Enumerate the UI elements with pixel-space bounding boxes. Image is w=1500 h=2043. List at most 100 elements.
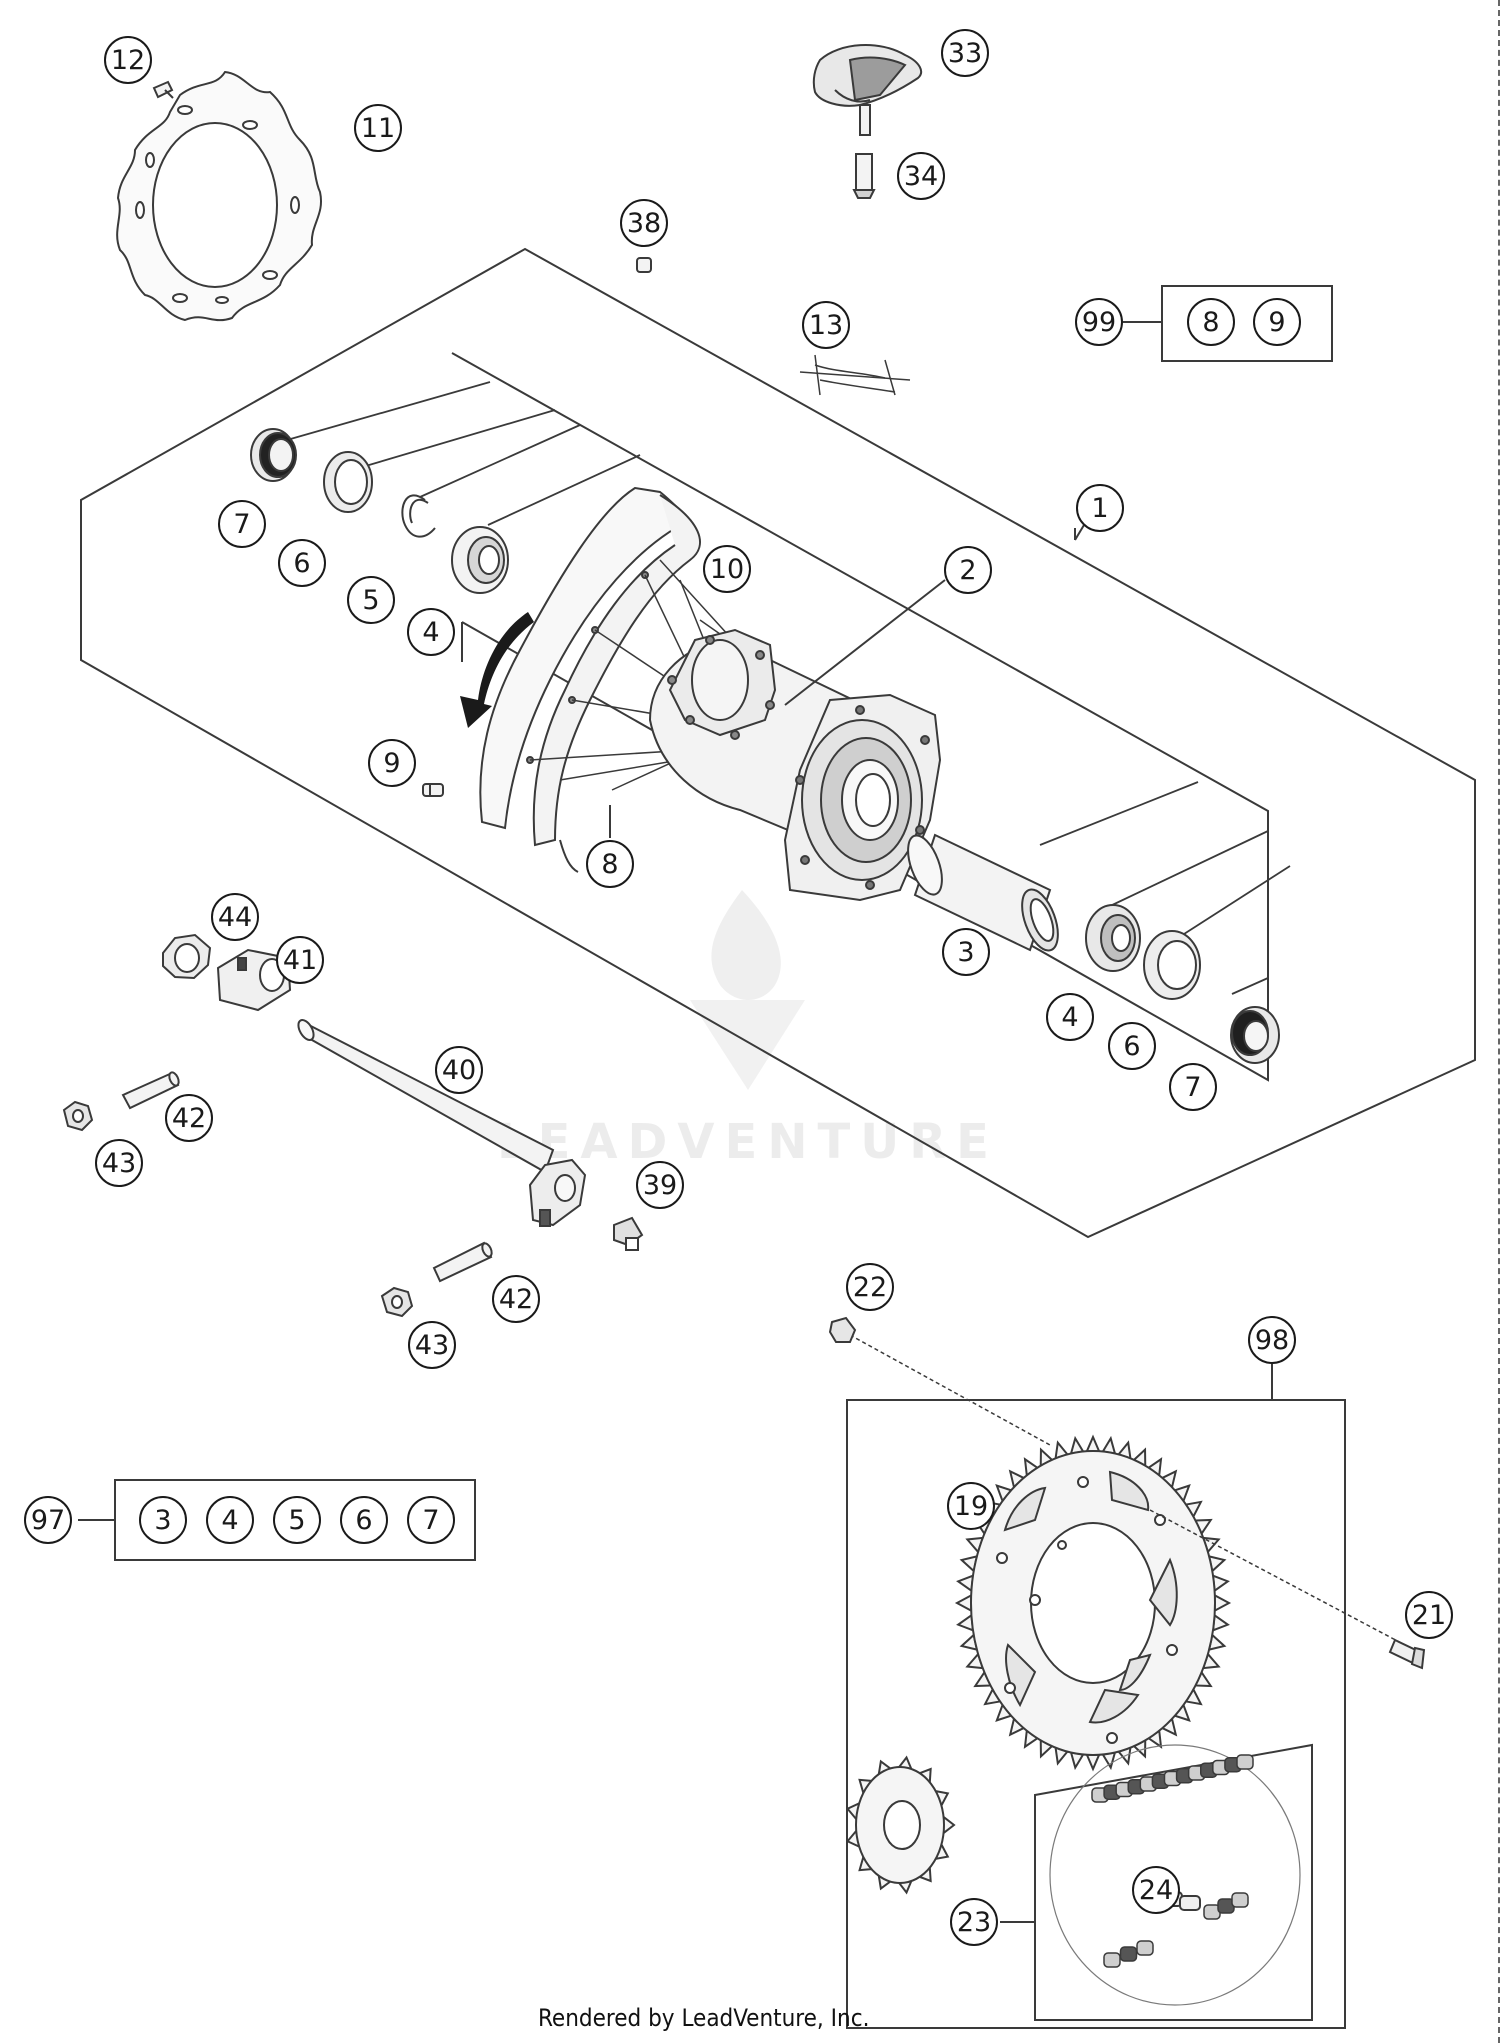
callout-c24-label: 24 xyxy=(1139,1875,1173,1906)
callout-c5: 5 xyxy=(347,576,395,624)
bearing-part-left xyxy=(451,526,509,594)
kit-99-items: 99 8 9 xyxy=(1075,298,1301,346)
callout-c21: 21 xyxy=(1405,1591,1453,1639)
callout-c23: 23 xyxy=(950,1898,998,1946)
callout-c43a: 43 xyxy=(95,1139,143,1187)
sprocket-tooth xyxy=(942,1814,956,1836)
rotation-arrow-icon xyxy=(460,612,534,728)
callout-c38-label: 38 xyxy=(627,208,661,239)
chain-adjuster-part-right xyxy=(528,1158,587,1227)
callout-kit-99-label: 99 xyxy=(1082,307,1116,338)
callout-c43b: 43 xyxy=(408,1321,456,1369)
callout-c7b-label: 7 xyxy=(1184,1072,1201,1103)
callout-c2: 2 xyxy=(944,546,992,594)
callout-c3: 3 xyxy=(942,928,990,976)
callout-c40: 40 xyxy=(435,1046,483,1094)
callout-c43b-label: 43 xyxy=(415,1330,449,1361)
callout-c6b: 6 xyxy=(1108,1022,1156,1070)
callout-c39: 39 xyxy=(636,1161,684,1209)
spoke-nipple-part xyxy=(422,783,444,797)
chain-link xyxy=(1236,1754,1254,1770)
callout-c6a: 6 xyxy=(278,539,326,587)
circlip-part xyxy=(401,494,436,538)
seal-part-right xyxy=(1230,1006,1280,1064)
callout-c42b-label: 42 xyxy=(499,1284,533,1315)
callout-c33-label: 33 xyxy=(948,38,982,69)
kit-97-item-2-label: 5 xyxy=(288,1505,305,1536)
callout-c40-label: 40 xyxy=(442,1055,476,1086)
kit-97-item-4: 7 xyxy=(407,1496,455,1544)
callout-c5-label: 5 xyxy=(362,585,379,616)
callout-c41: 41 xyxy=(276,936,324,984)
kit-99-box xyxy=(1123,285,1333,362)
kit-99-item-1: 9 xyxy=(1253,298,1301,346)
callout-c22-label: 22 xyxy=(853,1272,887,1303)
sprocket-tooth xyxy=(1213,1593,1232,1613)
callout-kit-97-label: 97 xyxy=(31,1505,65,1536)
sprocket-tooth xyxy=(1085,1753,1101,1772)
callout-c7a: 7 xyxy=(218,500,266,548)
callout-c41-label: 41 xyxy=(283,945,317,976)
callout-c3-label: 3 xyxy=(957,937,974,968)
callout-kit-99: 99 xyxy=(1075,298,1123,346)
callout-c6b-label: 6 xyxy=(1123,1031,1140,1062)
callout-c38: 38 xyxy=(620,199,668,247)
callout-c1: 1 xyxy=(1076,484,1124,532)
chain-adjuster-part-left xyxy=(216,948,292,1012)
callout-c43a-label: 43 xyxy=(102,1148,136,1179)
front-sprocket-part xyxy=(845,1755,956,1895)
callout-c34-label: 34 xyxy=(904,161,938,192)
callout-c4a: 4 xyxy=(407,608,455,656)
brake-disc-part xyxy=(116,70,323,322)
callout-c2-label: 2 xyxy=(959,555,976,586)
callout-c34: 34 xyxy=(897,152,945,200)
bolt-path-lines xyxy=(849,1334,1406,1646)
kit-97-item-1: 4 xyxy=(206,1496,254,1544)
sprocket-nut-part xyxy=(828,1316,857,1343)
callout-c7a-label: 7 xyxy=(233,509,250,540)
callout-c24: 24 xyxy=(1132,1866,1180,1914)
axle-nut-part xyxy=(162,933,212,980)
callout-c12-label: 12 xyxy=(111,45,145,76)
kit-97-item-1-label: 4 xyxy=(221,1505,238,1536)
callout-c22: 22 xyxy=(846,1263,894,1311)
bearing-spacer-part-right xyxy=(1143,930,1201,1000)
callout-c13: 13 xyxy=(802,301,850,349)
chain-link xyxy=(1231,1892,1249,1908)
spacer-part xyxy=(907,833,1059,952)
callouts: 1211333438131210765498346744414042433942… xyxy=(95,29,1453,1946)
page-edge xyxy=(1495,0,1500,2043)
leader-lines-right xyxy=(1039,781,1291,995)
hub-part xyxy=(648,628,942,902)
chain-link xyxy=(1119,1946,1138,1962)
callout-c33: 33 xyxy=(941,29,989,77)
callout-c10-label: 10 xyxy=(710,554,744,585)
callout-c42a: 42 xyxy=(165,1094,213,1142)
kit-97-item-3-label: 6 xyxy=(355,1505,372,1536)
rim-part xyxy=(479,486,701,873)
axle-plug-part xyxy=(613,1216,644,1251)
adjuster-bolt-part-left xyxy=(121,1071,180,1110)
axle-part xyxy=(297,1019,555,1174)
callout-c4b-label: 4 xyxy=(1061,1002,1078,1033)
rear-sprocket-part xyxy=(954,1434,1232,1772)
kit-99-item-0-label: 8 xyxy=(1202,307,1219,338)
adjuster-nut-part-right xyxy=(380,1286,414,1318)
sprocket-tooth xyxy=(1085,1434,1101,1453)
chain-part xyxy=(1091,1754,1254,1968)
callout-kit-98-label: 98 xyxy=(1255,1325,1289,1356)
callout-c7b: 7 xyxy=(1169,1063,1217,1111)
kit-99-item-1-label: 9 xyxy=(1268,307,1285,338)
callout-c9: 9 xyxy=(368,739,416,787)
sprocket-bolt-part xyxy=(1388,1638,1426,1670)
callout-c23-label: 23 xyxy=(957,1907,991,1938)
callout-c44-label: 44 xyxy=(218,902,252,933)
callout-c11-label: 11 xyxy=(361,113,395,144)
watermark-v-icon xyxy=(690,1000,805,1090)
kit-97-item-2: 5 xyxy=(273,1496,321,1544)
callout-c8: 8 xyxy=(586,840,634,888)
kit-97-item-4-label: 7 xyxy=(422,1505,439,1536)
callout-c13-label: 13 xyxy=(809,310,843,341)
callout-c4a-label: 4 xyxy=(422,617,439,648)
